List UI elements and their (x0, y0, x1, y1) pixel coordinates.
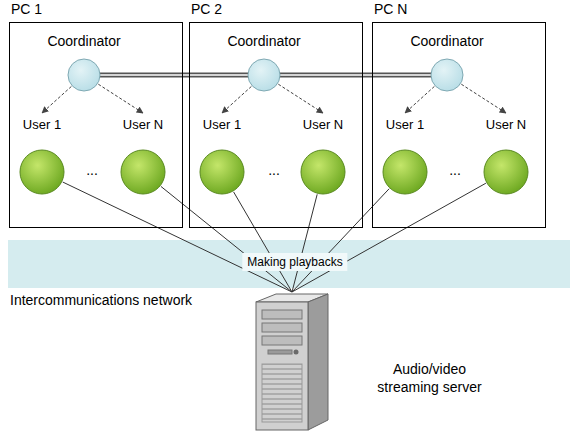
spawn-arrow (42, 86, 71, 113)
pc-box: PC NCoordinatorUser 1User N (372, 22, 546, 228)
coord-disc (431, 59, 463, 91)
user-disc (20, 150, 64, 194)
coordinator-link (280, 75, 431, 76)
wire-line (292, 183, 486, 292)
user-label: User 1 (373, 116, 437, 134)
ellipsis-mark: ... (268, 162, 280, 178)
user-disc (200, 150, 244, 194)
playback-line (161, 186, 292, 292)
ellipsis-mark: ... (449, 162, 461, 178)
playback-line (292, 194, 317, 292)
playback-line (63, 182, 292, 292)
vent-grille (262, 364, 302, 422)
coordinator-circle: Coordinator (219, 32, 309, 91)
flow-label: Making playbacks (242, 253, 347, 271)
power-button (294, 350, 299, 355)
user-circle: User N (291, 116, 355, 194)
ellipsis-wrap: ... (86, 162, 98, 178)
ellipsis-mark: ... (86, 162, 98, 178)
user-label: User N (291, 116, 355, 134)
wire-line (292, 189, 389, 292)
spawn-arrow (461, 84, 506, 113)
user-shape (483, 149, 529, 195)
coordinator-label: Coordinator (402, 32, 492, 50)
playback-line (292, 189, 389, 292)
coordinator-link (100, 75, 248, 76)
pc-heading: PC N (374, 1, 546, 18)
coord-shape (67, 58, 101, 92)
spawn-arrow (278, 84, 323, 113)
user-circle: User 1 (373, 116, 437, 194)
server-side (308, 294, 328, 430)
drive-bay (262, 336, 302, 345)
server-label: Audio/video streaming server (372, 360, 487, 396)
coordinator-label: Coordinator (219, 32, 309, 50)
wire-line (63, 182, 292, 292)
playback-line (292, 183, 486, 292)
ellipsis-wrap: ... (268, 162, 280, 178)
arrow-line (405, 86, 434, 113)
link-outer (280, 73, 431, 78)
arrow-line (278, 84, 323, 113)
user-circle: User N (474, 116, 538, 194)
arrow-line (98, 84, 143, 113)
user-circle: User 1 (10, 116, 74, 194)
spawn-arrow (405, 86, 434, 113)
server-front (256, 302, 308, 430)
arrow-line (461, 84, 506, 113)
user-label: User N (474, 116, 538, 134)
coord-disc (68, 59, 100, 91)
wire-line (292, 194, 317, 292)
ellipsis-wrap: ... (449, 162, 461, 178)
arrow-line (222, 86, 251, 113)
wire-line (161, 186, 292, 292)
user-disc (301, 150, 345, 194)
playback-line (234, 192, 292, 292)
user-disc (484, 150, 528, 194)
drive-bay (262, 323, 302, 332)
coord-disc (248, 59, 280, 91)
pc-heading: PC 1 (11, 1, 183, 18)
link-inner (100, 74, 248, 76)
user-disc (121, 150, 165, 194)
user-shape (120, 149, 166, 195)
user-circle: User N (111, 116, 175, 194)
pc-heading: PC 2 (191, 1, 363, 18)
server-picture (252, 292, 332, 432)
user-shape (382, 149, 428, 195)
coordinator-label: Coordinator (39, 32, 129, 50)
arrow-line (42, 86, 71, 113)
user-label: User 1 (10, 116, 74, 134)
pc-box: PC 2CoordinatorUser 1User N (189, 22, 363, 228)
link-outer (100, 73, 248, 78)
user-shape (199, 149, 245, 195)
link-inner (280, 74, 431, 76)
user-shape (19, 149, 65, 195)
wire-line (234, 192, 292, 292)
pc-box: PC 1CoordinatorUser 1User N (9, 22, 183, 228)
floppy-slot (268, 350, 292, 354)
user-label: User 1 (190, 116, 254, 134)
user-circle: User 1 (190, 116, 254, 194)
drive-bay (262, 310, 302, 319)
coordinator-circle: Coordinator (402, 32, 492, 91)
user-shape (300, 149, 346, 195)
spawn-arrow (222, 86, 251, 113)
user-label: User N (111, 116, 175, 134)
user-disc (383, 150, 427, 194)
spawn-arrow (98, 84, 143, 113)
coord-shape (430, 58, 464, 92)
coordinator-circle: Coordinator (39, 32, 129, 91)
label-wrap: Making playbacks (242, 253, 347, 271)
coord-shape (247, 58, 281, 92)
streaming-server: Audio/video streaming server (252, 292, 332, 432)
